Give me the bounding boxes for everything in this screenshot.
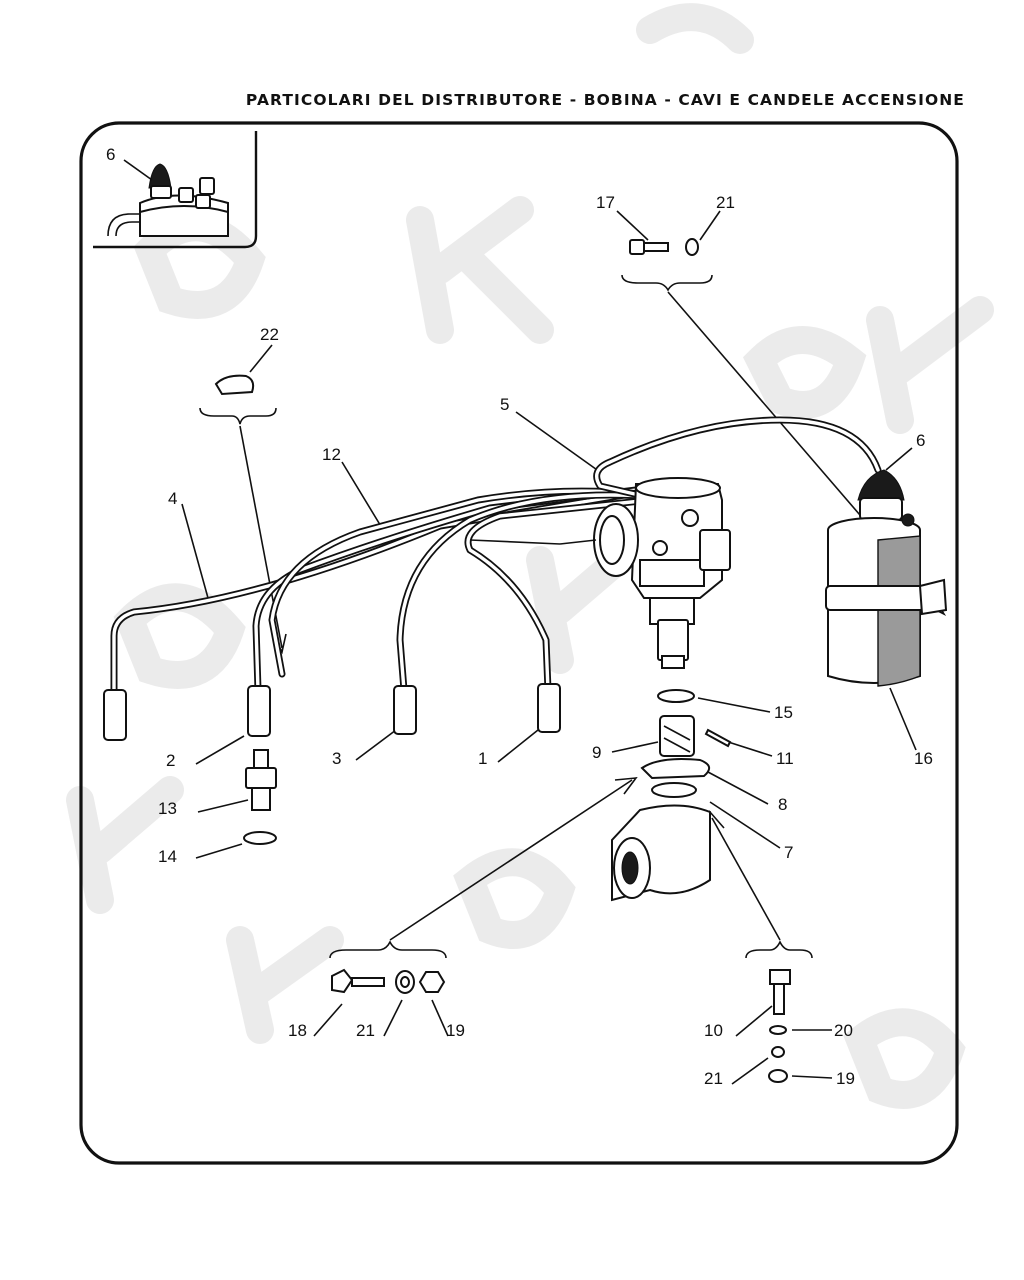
- label-2: 2: [166, 751, 175, 770]
- label-18: 18: [288, 1021, 307, 1040]
- small-parts: [214, 238, 791, 1083]
- plug-boots: [103, 683, 561, 741]
- label-5: 5: [500, 395, 509, 414]
- label-10: 10: [704, 1021, 723, 1040]
- distributor: [559, 477, 731, 669]
- label-12: 12: [322, 445, 341, 464]
- distributor-cap-inset: [107, 163, 229, 237]
- label-21-right: 21: [704, 1069, 723, 1088]
- label-7: 7: [784, 843, 793, 862]
- label-13: 13: [158, 799, 177, 818]
- page-title: PARTICOLARI DEL DISTRIBUTORE - BOBINA - …: [245, 91, 965, 109]
- label-8: 8: [778, 795, 787, 814]
- diagram-frame: [79, 121, 959, 1165]
- part-numbers: 6 17 21 22 5 6 12 4 15 9 11 16 2 3 1 8 1…: [106, 145, 933, 1088]
- label-20: 20: [834, 1021, 853, 1040]
- label-15: 15: [774, 703, 793, 722]
- label-9: 9: [592, 743, 601, 762]
- label-22: 22: [260, 325, 279, 344]
- label-19-right: 19: [836, 1069, 855, 1088]
- label-21-bottom: 21: [356, 1021, 375, 1040]
- label-11: 11: [776, 749, 794, 768]
- ignition-coil: [825, 469, 948, 687]
- label-3: 3: [332, 749, 341, 768]
- label-14: 14: [158, 847, 177, 866]
- label-1: 1: [478, 749, 487, 768]
- label-4: 4: [168, 489, 177, 508]
- label-21-top: 21: [716, 193, 735, 212]
- watermark: [66, 3, 994, 1109]
- ignition-wires: [110, 416, 882, 699]
- label-17: 17: [596, 193, 615, 212]
- inset-frame: [93, 131, 258, 249]
- label-19-bottom: 19: [446, 1021, 465, 1040]
- label-16: 16: [914, 749, 933, 768]
- label-6-inset: 6: [106, 145, 115, 164]
- label-6: 6: [916, 431, 925, 450]
